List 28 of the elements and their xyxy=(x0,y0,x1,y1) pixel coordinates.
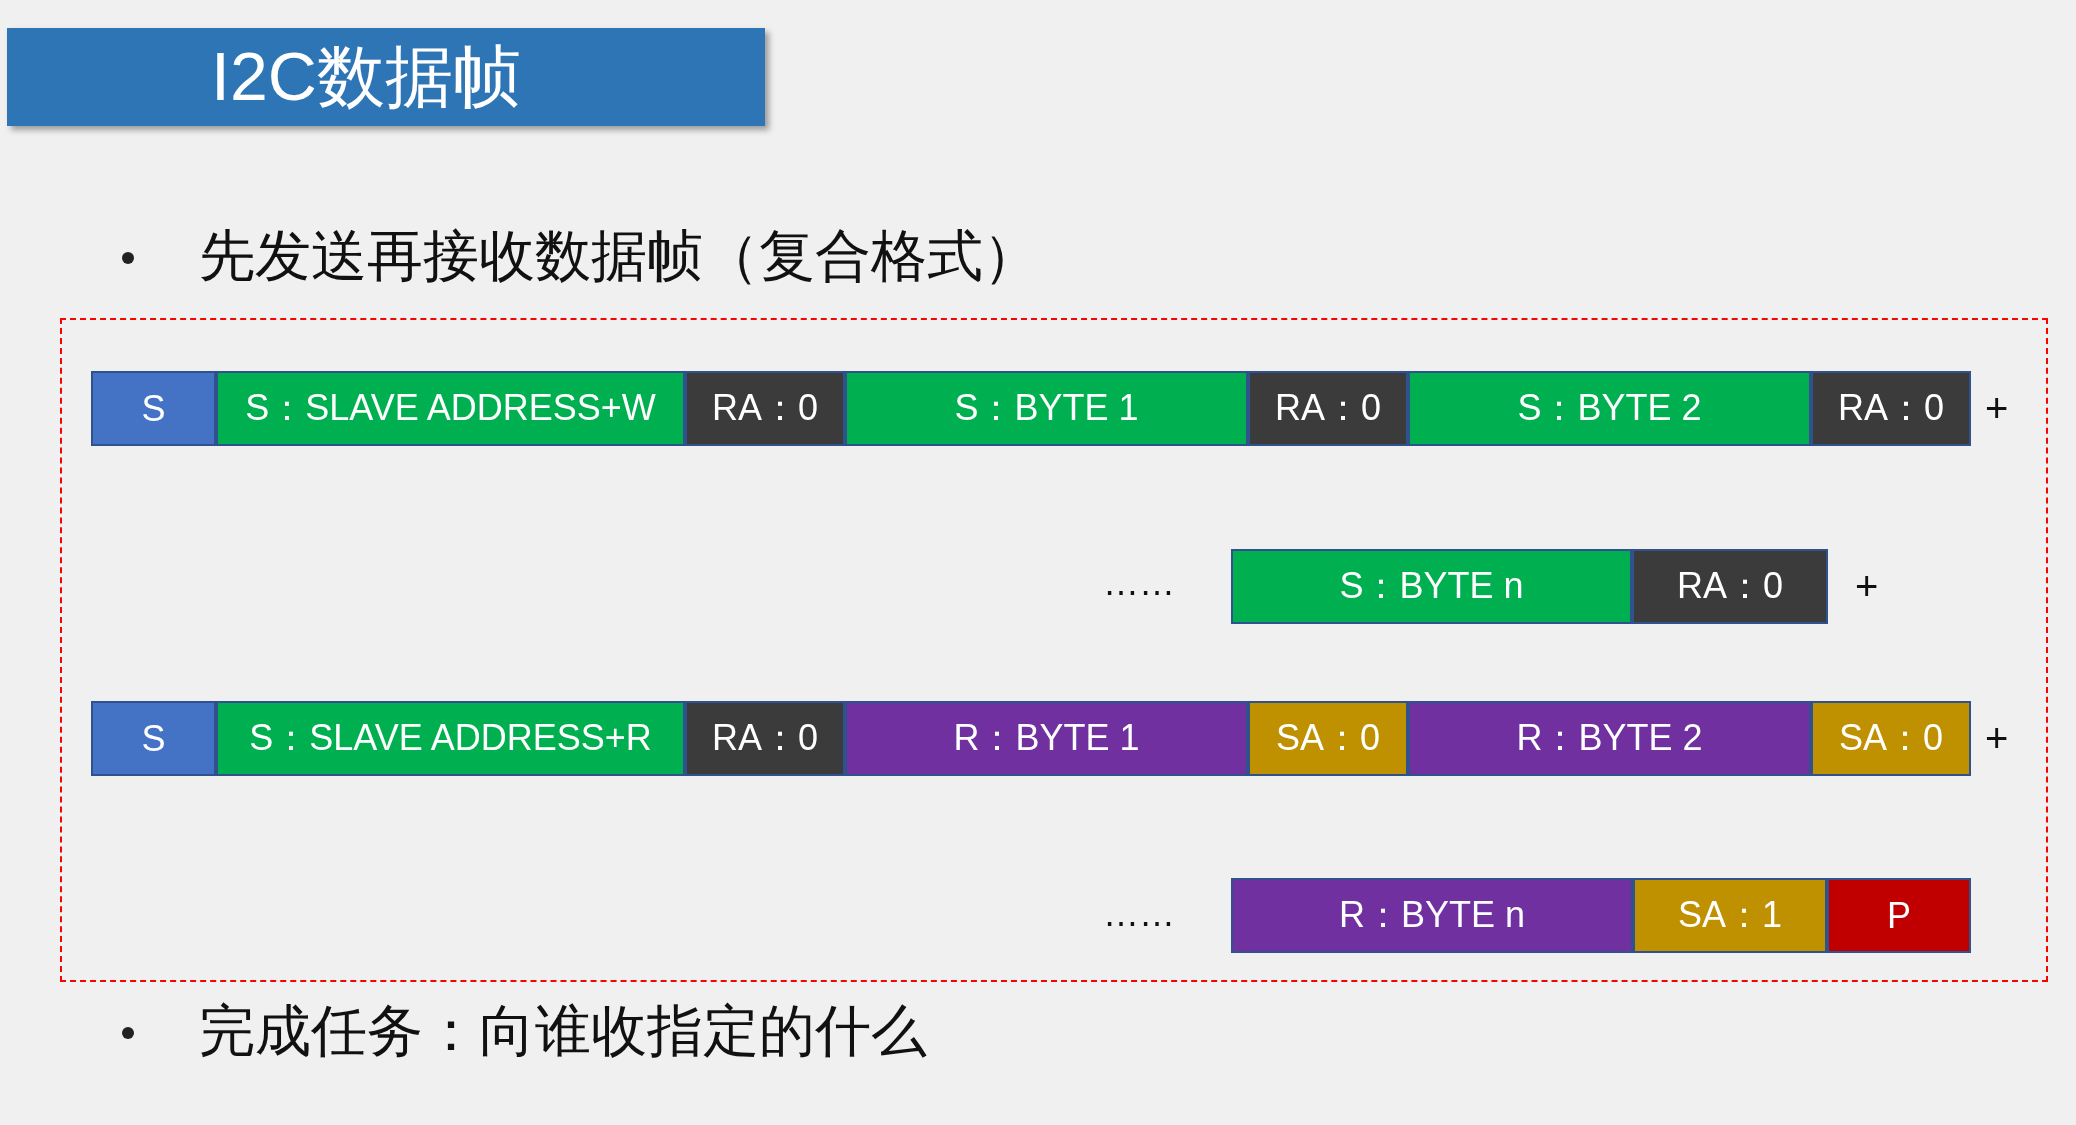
bullet-text: 完成任务：向谁收指定的什么 xyxy=(199,1003,927,1059)
bullet-text: 先发送再接收数据帧（复合格式） xyxy=(199,228,1039,284)
frame-segment: S：BYTE n xyxy=(1231,549,1632,624)
frame-segment: R：BYTE 2 xyxy=(1408,701,1811,776)
frame-segment: S xyxy=(91,701,216,776)
frame-segment: SA：1 xyxy=(1633,878,1827,953)
frame-segment: R：BYTE 1 xyxy=(845,701,1248,776)
frame-segment: S：BYTE 1 xyxy=(845,371,1248,446)
frame-segment: S：SLAVE ADDRESS+W xyxy=(216,371,685,446)
frame-segment: S：BYTE 2 xyxy=(1408,371,1811,446)
frame-segment: RA：0 xyxy=(1811,371,1971,446)
frame-segment: SA：0 xyxy=(1811,701,1971,776)
frame-segment: S：SLAVE ADDRESS+R xyxy=(216,701,685,776)
frame-segment: RA：0 xyxy=(1632,549,1828,624)
frame-note: + xyxy=(1985,388,2009,428)
frame-segment: S xyxy=(91,371,216,446)
frame-segment: P xyxy=(1827,878,1971,953)
frame-segment: R：BYTE n xyxy=(1231,878,1633,953)
frame-segment: RA：0 xyxy=(1248,371,1408,446)
title-banner: I2C数据帧 xyxy=(7,28,765,126)
frame-note: …… xyxy=(1103,896,1175,932)
frame-note: …… xyxy=(1103,565,1175,601)
frame-segment: RA：0 xyxy=(685,701,845,776)
frame-note: + xyxy=(1855,566,1879,606)
frame-segment: RA：0 xyxy=(685,371,845,446)
frame-segment: SA：0 xyxy=(1248,701,1408,776)
dashed-frame xyxy=(60,318,2048,982)
frame-note: + xyxy=(1985,718,2009,758)
